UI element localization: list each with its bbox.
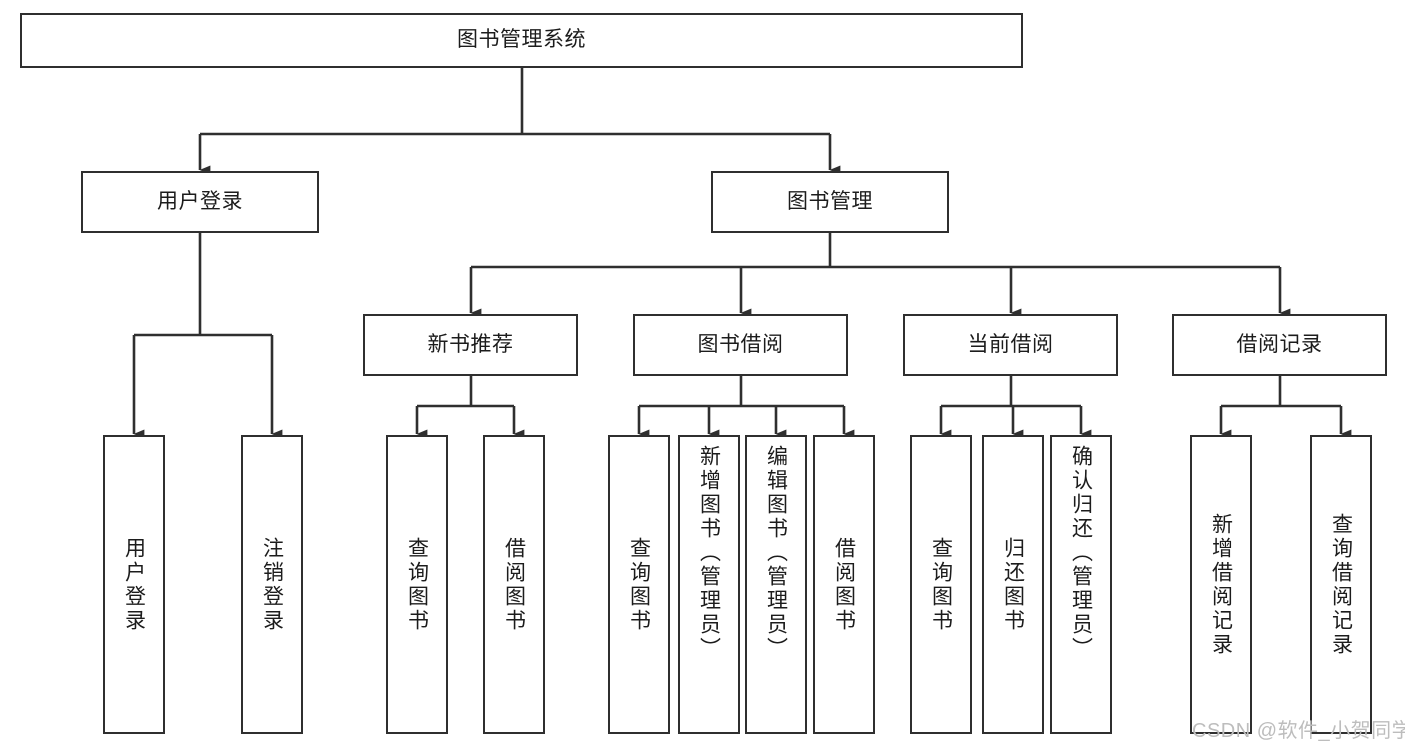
node-label-leaf-query-book-3: 查询图书: [929, 536, 953, 633]
node-label-book-borrow: 图书借阅: [697, 332, 784, 356]
node-label-current-borrow: 当前借阅: [967, 332, 1054, 356]
node-label-borrow-record: 借阅记录: [1236, 332, 1323, 356]
node-label-leaf-borrow-book-1: 借阅图书: [502, 536, 526, 633]
node-leaf-logout[interactable]: 注销登录: [241, 435, 303, 734]
node-label-leaf-edit-book: 编辑图书（管理员）: [764, 445, 788, 661]
node-label-leaf-query-book-1: 查询图书: [405, 536, 429, 633]
node-leaf-query-book-3[interactable]: 查询图书: [910, 435, 972, 734]
node-label-leaf-return-book: 归还图书: [1001, 536, 1025, 633]
watermark: CSDN @软件_小贺同学: [1192, 720, 1405, 742]
node-current-borrow[interactable]: 当前借阅: [903, 314, 1118, 376]
node-label-leaf-confirm-return: 确认归还（管理员）: [1069, 445, 1093, 661]
connector-lines: [132, 68, 1352, 439]
node-label-leaf-borrow-book-2: 借阅图书: [832, 536, 856, 633]
node-leaf-query-book-1[interactable]: 查询图书: [386, 435, 448, 734]
node-label-leaf-user-login: 用户登录: [122, 536, 146, 633]
node-label-new-book-rec: 新书推荐: [427, 332, 514, 356]
node-leaf-add-record[interactable]: 新增借阅记录: [1190, 435, 1252, 734]
node-leaf-query-record[interactable]: 查询借阅记录: [1310, 435, 1372, 734]
node-label-book-manage: 图书管理: [787, 189, 873, 213]
node-label-leaf-logout: 注销登录: [260, 536, 284, 633]
node-book-manage[interactable]: 图书管理: [711, 171, 949, 233]
node-leaf-add-book[interactable]: 新增图书（管理员）: [678, 435, 740, 734]
node-label-leaf-query-record: 查询借阅记录: [1329, 512, 1353, 657]
node-leaf-user-login[interactable]: 用户登录: [103, 435, 165, 734]
node-book-borrow[interactable]: 图书借阅: [633, 314, 848, 376]
node-leaf-confirm-return[interactable]: 确认归还（管理员）: [1050, 435, 1112, 734]
node-user-login[interactable]: 用户登录: [81, 171, 319, 233]
node-leaf-return-book[interactable]: 归还图书: [982, 435, 1044, 734]
node-leaf-borrow-book-2[interactable]: 借阅图书: [813, 435, 875, 734]
node-borrow-record[interactable]: 借阅记录: [1172, 314, 1387, 376]
node-label-root: 图书管理系统: [457, 28, 586, 52]
node-leaf-query-book-2[interactable]: 查询图书: [608, 435, 670, 734]
node-label-leaf-add-book: 新增图书（管理员）: [697, 445, 721, 661]
node-leaf-edit-book[interactable]: 编辑图书（管理员）: [745, 435, 807, 734]
node-label-user-login: 用户登录: [157, 189, 243, 213]
node-leaf-borrow-book-1[interactable]: 借阅图书: [483, 435, 545, 734]
node-label-leaf-add-record: 新增借阅记录: [1209, 512, 1233, 657]
node-label-leaf-query-book-2: 查询图书: [627, 536, 651, 633]
node-new-book-rec[interactable]: 新书推荐: [363, 314, 578, 376]
node-root[interactable]: 图书管理系统: [20, 13, 1023, 68]
